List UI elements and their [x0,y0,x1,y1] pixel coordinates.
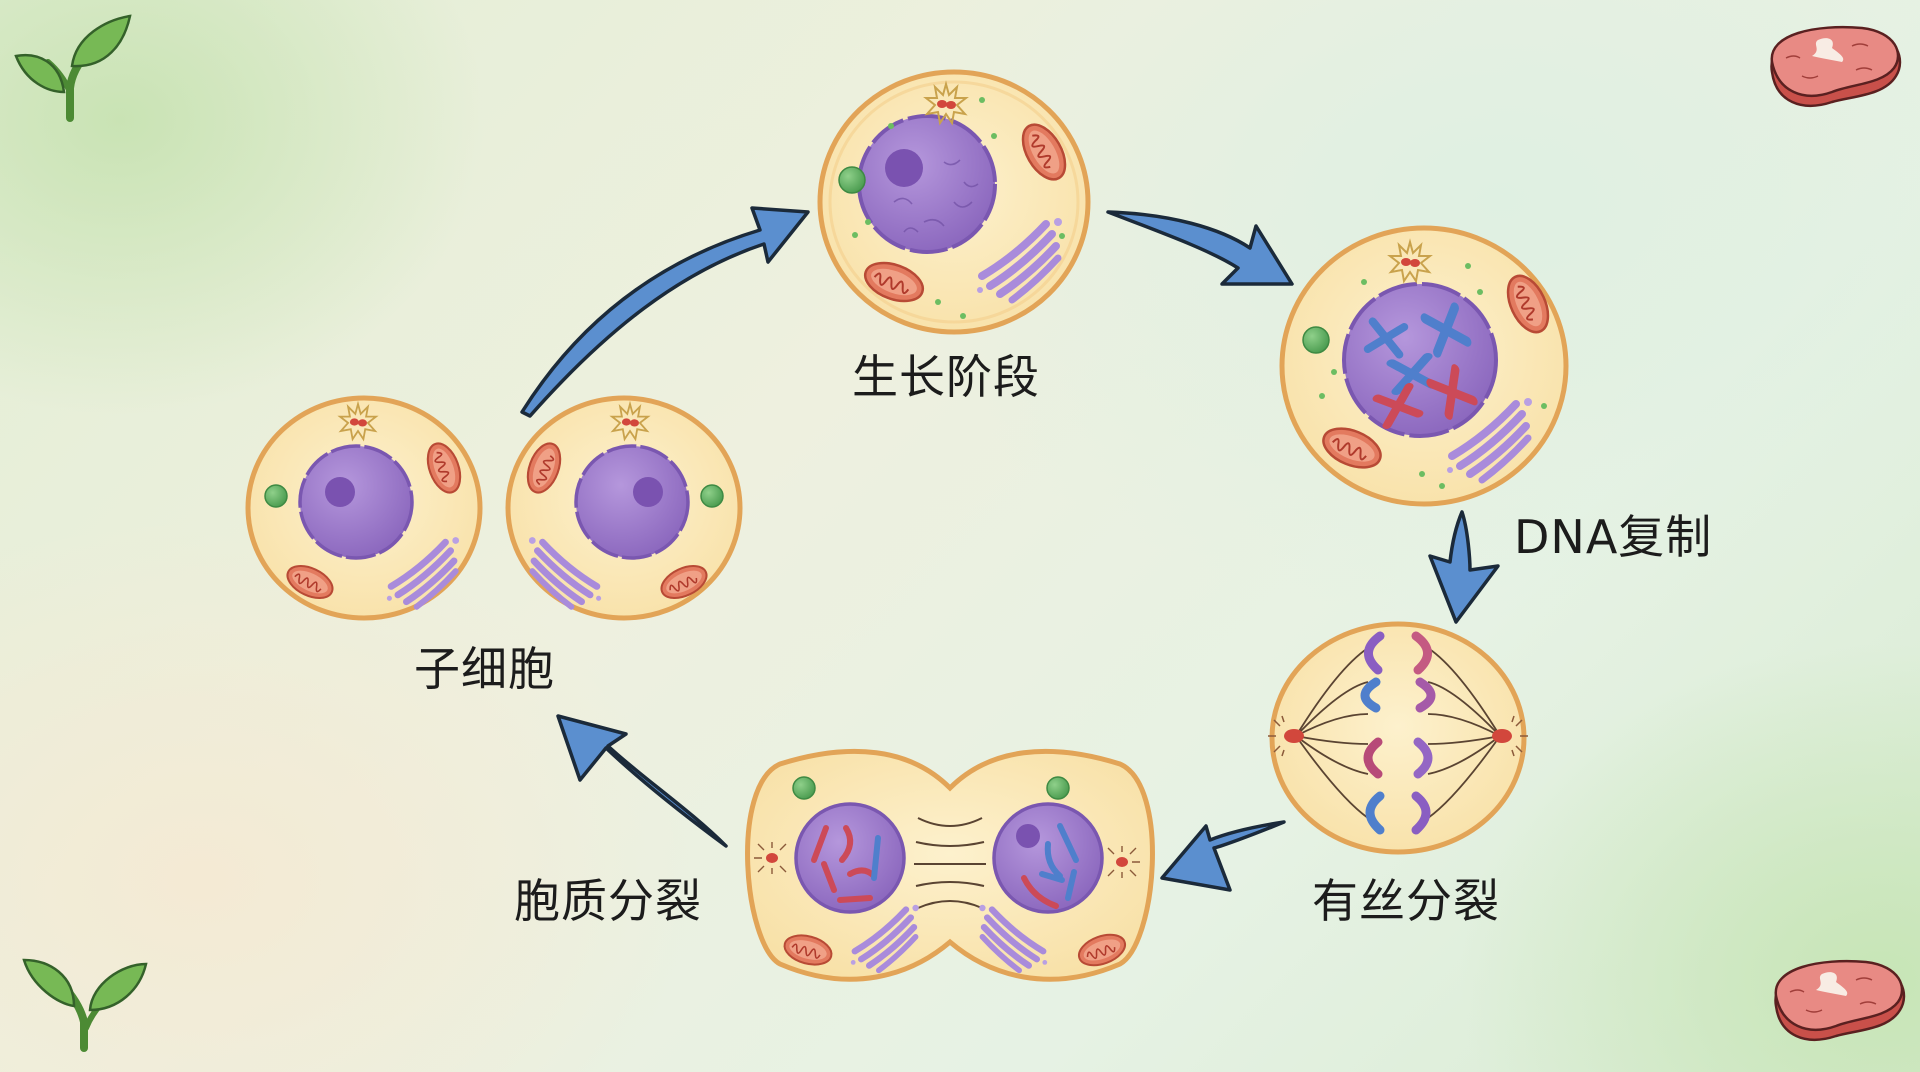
label-mitosis: 有丝分裂 [1312,874,1500,928]
spindle-fibers [1295,647,1501,819]
steak-icon [1770,25,1902,107]
nucleus [1342,282,1498,438]
cell-growth-phase [817,69,1091,335]
daughter-cell-left [245,395,483,621]
centrosome-left [754,842,787,874]
arrow-daughter-to-growth [520,206,810,418]
nucleus-left [794,802,906,914]
arrow-cytokinesis-to-daughter [556,714,728,848]
arrow-mitosis-to-cytokinesis [1160,820,1286,892]
daughter-cell-right [505,395,743,621]
cleavage-lines [914,817,986,909]
centrosome-right [1107,846,1140,878]
label-cytokinesis: 胞质分裂 [514,874,702,928]
centrosome-left [1268,715,1304,757]
centrosome-right [1492,715,1528,757]
sprout-icon [22,958,148,1052]
cell-mitosis [1268,621,1528,855]
arrow-dna-to-mitosis [1428,510,1500,624]
steak-icon [1774,959,1906,1041]
sprout-icon [14,14,132,122]
label-daughter-cells: 子细胞 [414,642,555,696]
nucleus [857,114,997,254]
label-growth-phase: 生长阶段 [852,350,1040,404]
nucleus-right [992,802,1104,914]
chromatids [1360,631,1436,835]
cell-dna-replication [1279,225,1569,507]
label-dna-replication: DNA复制 [1514,510,1713,564]
arrow-growth-to-dna [1106,210,1294,286]
cell-cytokinesis [745,748,1155,982]
